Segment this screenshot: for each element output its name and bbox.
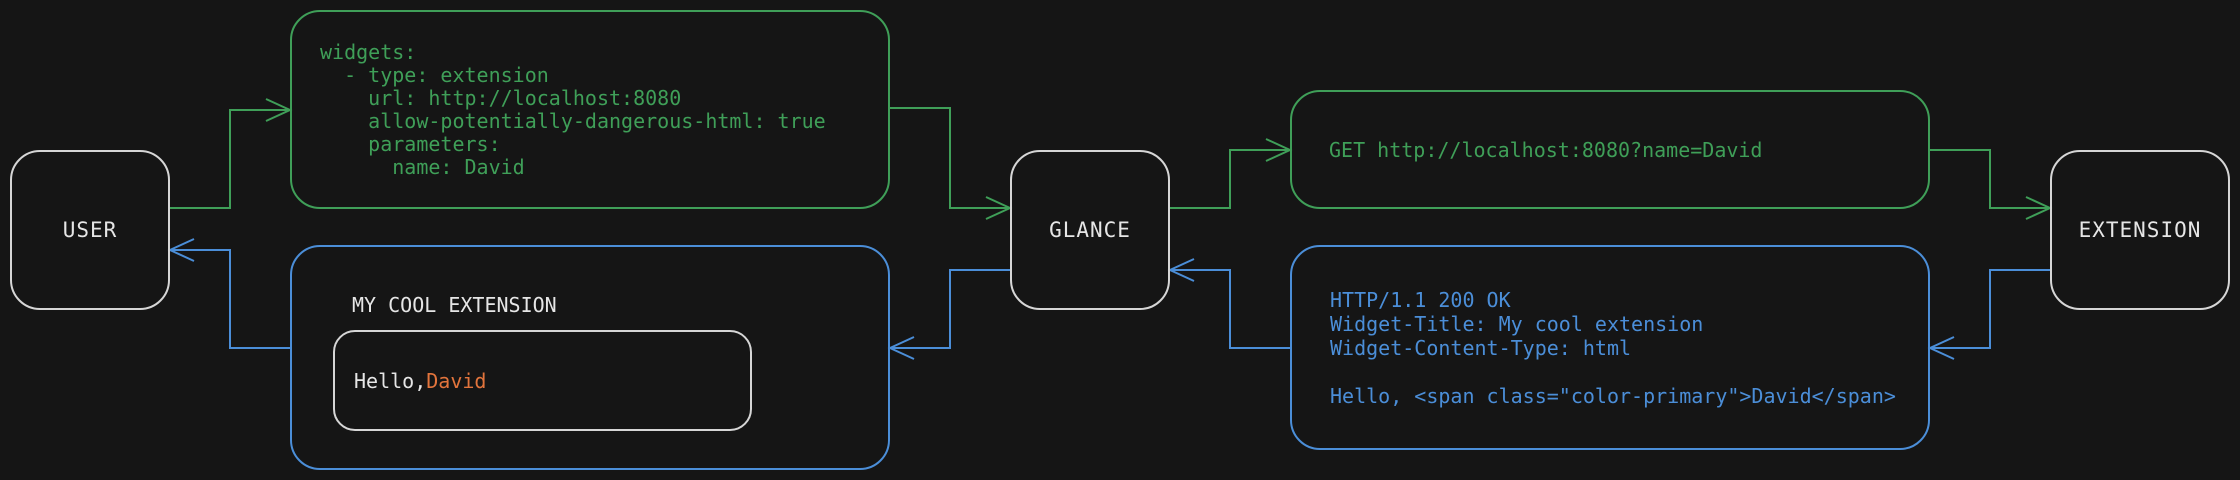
http-request-line: GET http://localhost:8080?name=David	[1329, 137, 1763, 162]
arrow-user-to-config	[170, 98, 293, 209]
node-user: USER	[10, 150, 170, 310]
node-glance: GLANCE	[1010, 150, 1170, 310]
node-extension: EXTENSION	[2050, 150, 2230, 310]
widget-config-box: widgets: - type: extension url: http://l…	[290, 10, 890, 209]
rendered-widget-box: MY COOL EXTENSION Hello, David	[290, 245, 890, 470]
node-user-label: USER	[62, 218, 118, 242]
arrow-widget-to-user	[167, 238, 290, 349]
widget-content-frame: Hello, David	[333, 330, 752, 431]
arrow-response-to-glance	[1167, 258, 1290, 349]
greeting-name: David	[426, 368, 487, 393]
node-glance-label: GLANCE	[1049, 218, 1131, 242]
http-request-box: GET http://localhost:8080?name=David	[1290, 90, 1930, 209]
arrowhead-left-icon	[1167, 258, 1195, 282]
arrowhead-left-icon	[167, 238, 195, 262]
arrowhead-right-icon	[985, 196, 1013, 220]
arrow-request-to-extension	[1930, 149, 2053, 220]
http-response-box: HTTP/1.1 200 OK Widget-Title: My cool ex…	[1290, 245, 1930, 450]
node-extension-label: EXTENSION	[2078, 218, 2202, 242]
arrow-glance-to-widget	[887, 269, 1010, 360]
arrow-extension-to-response	[1927, 269, 2050, 360]
arrowhead-left-icon	[887, 336, 915, 360]
arrowhead-right-icon	[2025, 196, 2053, 220]
widget-title: MY COOL EXTENSION	[352, 293, 557, 317]
arrow-glance-to-request	[1170, 138, 1293, 209]
arrow-config-to-glance	[890, 107, 1013, 220]
http-response-body: HTTP/1.1 200 OK Widget-Title: My cool ex…	[1330, 287, 1896, 408]
greeting-prefix: Hello,	[354, 368, 427, 393]
widget-config-yaml: widgets: - type: extension url: http://l…	[320, 39, 826, 179]
arrowhead-right-icon	[1265, 138, 1293, 162]
arrowhead-left-icon	[1927, 336, 1955, 360]
arrowhead-right-icon	[265, 98, 293, 122]
